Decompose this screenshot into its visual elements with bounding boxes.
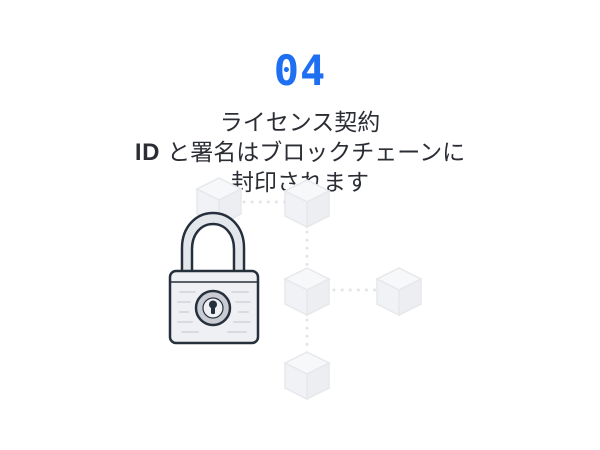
padlock-icon (168, 211, 260, 345)
headline-line-2-rest: と署名はブロックチェーンに (159, 140, 466, 166)
blockchain-cube-icon (284, 351, 330, 400)
headline-line-2: ID と署名はブロックチェーンに (0, 138, 600, 168)
blockchain-cube-icon (284, 267, 330, 316)
chain-links (242, 200, 378, 352)
blockchain-cube-icon (376, 267, 422, 316)
headline-line-1: ライセンス契約 (219, 110, 381, 136)
headline-id-text: ID (134, 139, 160, 166)
step-number: 04 (273, 46, 327, 95)
blockchain-cube-icon (284, 179, 330, 228)
